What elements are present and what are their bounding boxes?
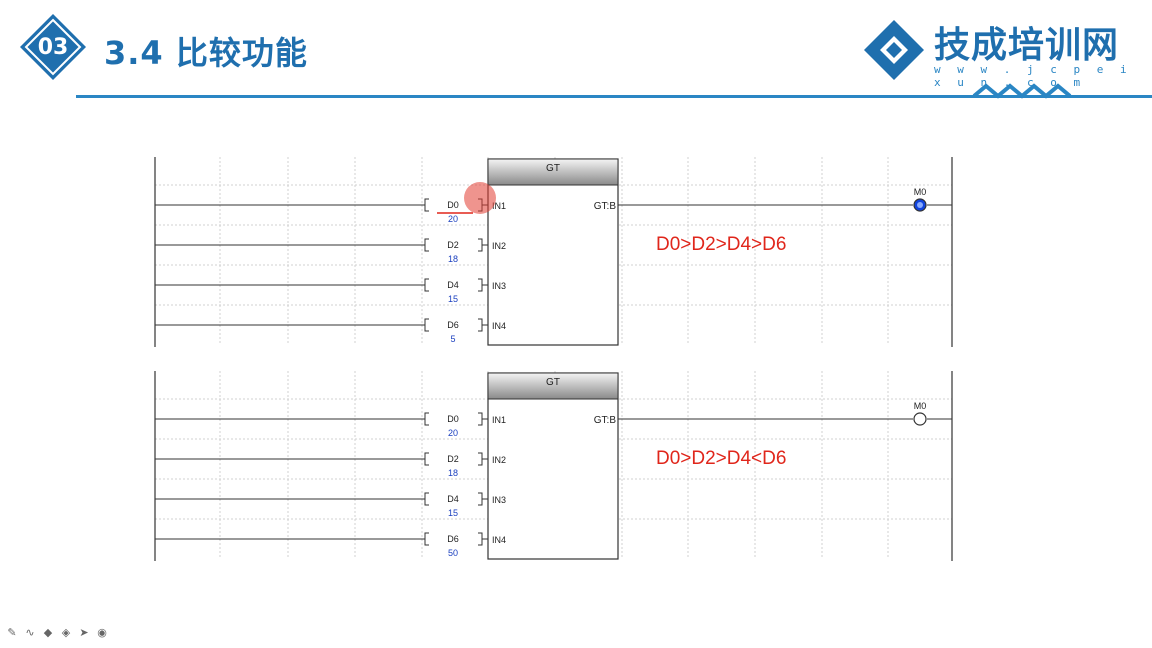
logo-wave-icon <box>972 83 1072 99</box>
input-pin-4: IN4 <box>492 321 506 331</box>
input-register-2[interactable]: D2 <box>447 240 459 250</box>
input-value-2: 18 <box>448 468 458 478</box>
gt-block-header <box>487 158 619 186</box>
contact-bracket-left <box>423 492 429 506</box>
laser-icon[interactable]: ◉ <box>97 627 107 639</box>
coil-label: M0 <box>914 401 927 411</box>
input-value-1: 20 <box>448 428 458 438</box>
pen-icon[interactable]: ✎ <box>7 627 17 639</box>
contact-bracket-left <box>423 278 429 292</box>
logo-name: 技成培训网 <box>934 25 1120 66</box>
section-badge <box>18 12 88 82</box>
highlighter-icon[interactable]: ◆ <box>43 627 53 639</box>
eraser-icon[interactable]: ◈ <box>61 627 71 639</box>
input-register-1[interactable]: D0 <box>447 414 459 424</box>
gt-block-title: GT <box>546 163 560 174</box>
contact-bracket-right <box>478 532 488 546</box>
input-pin-3: IN3 <box>492 495 506 505</box>
contact-bracket-left <box>423 532 429 546</box>
input-value-3: 15 <box>448 508 458 518</box>
presentation-toolbar: ✎ ∿ ◆ ◈ ➤ ◉ <box>6 627 108 639</box>
section-number: 03 <box>37 34 69 60</box>
gt-function-block[interactable] <box>487 158 619 346</box>
contact-bracket-right <box>478 278 488 292</box>
pointer-icon[interactable]: ➤ <box>79 627 89 639</box>
contact-bracket-right <box>478 492 488 506</box>
contact-bracket-left <box>423 318 429 332</box>
input-register-2[interactable]: D2 <box>447 454 459 464</box>
comparison-expression: D0>D2>D4>D6 <box>656 234 786 255</box>
gt-block-title: GT <box>546 377 560 388</box>
contact-bracket-left <box>423 238 429 252</box>
logo-diamond-icon <box>864 20 924 80</box>
contact-bracket-right <box>478 412 488 426</box>
brand-logo <box>864 20 1072 99</box>
coil-active-indicator <box>917 202 923 208</box>
coil-label: M0 <box>914 187 927 197</box>
input-pin-2: IN2 <box>492 241 506 251</box>
comparison-expression: D0>D2>D4<D6 <box>656 448 786 469</box>
input-value-4: 5 <box>450 334 455 344</box>
input-pin-3: IN3 <box>492 281 506 291</box>
gt-output-pin-label: GT:B <box>594 415 617 426</box>
header-divider <box>76 95 1152 98</box>
input-pin-1: IN1 <box>492 201 506 211</box>
output-coil[interactable] <box>913 412 927 426</box>
input-register-3[interactable]: D4 <box>447 280 459 290</box>
input-pin-1: IN1 <box>492 415 506 425</box>
ladder-diagrams: GTGT:BM0D0>D2>D4>D6D020IN1D218IN2D415IN3… <box>154 157 953 561</box>
contact-bracket-right <box>478 452 488 466</box>
input-value-3: 15 <box>448 294 458 304</box>
input-value-2: 18 <box>448 254 458 264</box>
laser-pointer-marker <box>464 182 496 214</box>
input-pin-4: IN4 <box>492 535 506 545</box>
ink-icon[interactable]: ∿ <box>25 627 35 639</box>
input-register-4[interactable]: D6 <box>447 534 459 544</box>
input-value-4: 50 <box>448 548 458 558</box>
input-register-1[interactable]: D0 <box>447 200 459 210</box>
contact-bracket-left <box>423 412 429 426</box>
page-title: 3.4 比较功能 <box>104 34 308 72</box>
contact-bracket-left <box>423 452 429 466</box>
contact-bracket-right <box>478 238 488 252</box>
input-pin-2: IN2 <box>492 455 506 465</box>
gt-output-pin-label: GT:B <box>594 201 617 212</box>
gt-function-block[interactable] <box>487 372 619 560</box>
contact-bracket-right <box>478 318 488 332</box>
contact-bracket-left <box>423 198 429 212</box>
input-register-4[interactable]: D6 <box>447 320 459 330</box>
logo-url: w w w . j c p e i x u n . c o m <box>934 63 1132 89</box>
gt-block-header <box>487 372 619 400</box>
input-value-1: 20 <box>448 214 458 224</box>
input-register-3[interactable]: D4 <box>447 494 459 504</box>
